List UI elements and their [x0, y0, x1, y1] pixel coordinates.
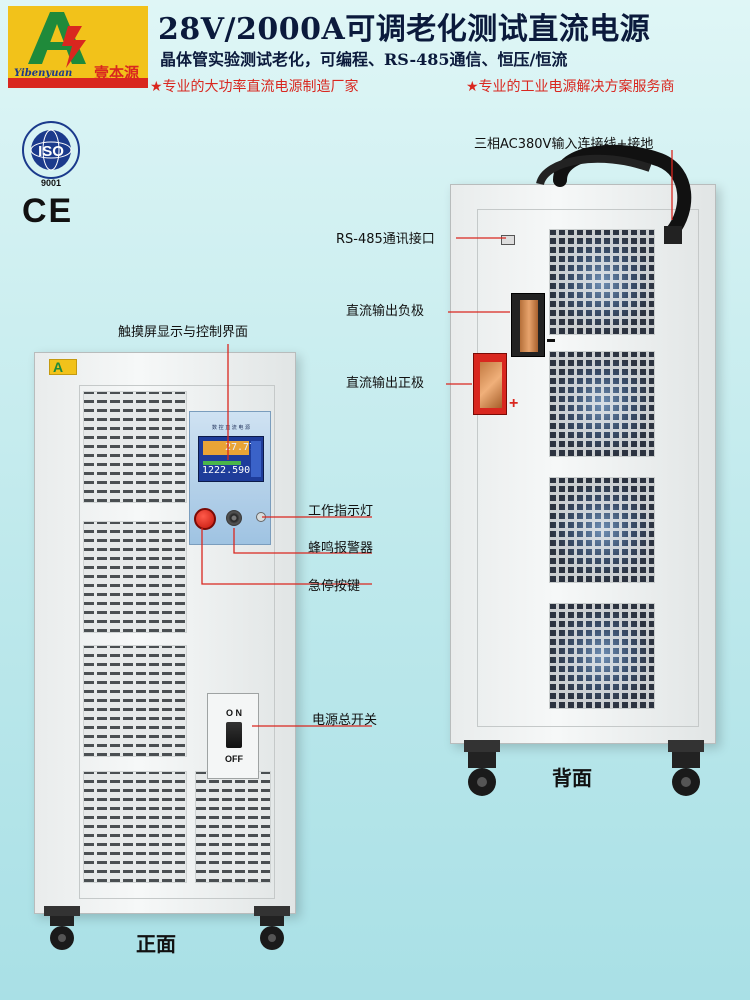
back-cabinet: +	[450, 184, 716, 744]
rs485-port[interactable]	[501, 235, 515, 245]
switch-on-label: O N	[225, 708, 242, 718]
iso-text: ISO	[38, 143, 64, 160]
control-panel: 数 控 直 流 电 源 27.770 1222.590	[189, 411, 271, 545]
logo-a-icon	[8, 6, 148, 88]
back-frame	[477, 209, 699, 727]
positive-terminal	[473, 353, 507, 415]
touchscreen-display[interactable]: 27.770 1222.590	[198, 436, 264, 482]
buzzer-icon	[226, 510, 242, 526]
header-banner: Yibenyuan 壹本源 28V/2000A可调老化测试直流电源 晶体管实验测…	[0, 0, 750, 100]
logo-text-cn: 壹本源	[94, 64, 140, 82]
back-right-caster-icon	[668, 740, 704, 796]
front-vent-4	[83, 771, 187, 883]
callout-negative: 直流输出负极	[346, 304, 425, 319]
callout-buzzer: 蜂鸣报警器	[308, 541, 374, 556]
page-subtitle: 晶体管实验测试老化，可编程、RS-485通信、恒压/恒流	[160, 50, 568, 69]
slogan-right: ★专业的工业电源解决方案服务商	[466, 79, 675, 95]
screen-title: 数 控 直 流 电 源	[212, 425, 250, 431]
front-vent-1	[83, 391, 187, 503]
caption-back: 背面	[552, 766, 592, 790]
callout-main-switch: 电源总开关	[312, 713, 378, 728]
positive-symbol: +	[509, 395, 519, 412]
front-right-caster-icon	[254, 906, 290, 950]
display-current: 1222.590	[202, 465, 251, 476]
back-fan-vent-3	[549, 477, 655, 583]
caption-front: 正面	[136, 932, 176, 956]
callout-estop: 急停按键	[308, 579, 361, 594]
page-title: 28V/2000A可调老化测试直流电源	[158, 12, 651, 47]
switch-rocker[interactable]	[226, 722, 242, 748]
back-fan-vent-1	[549, 229, 655, 335]
front-cabinet: A 数 控 直 流 电 源 27.770 1222.590 O N OFF	[34, 352, 296, 914]
ce-mark: CE	[22, 192, 74, 230]
negative-symbol	[547, 339, 555, 342]
back-fan-vent-4	[549, 603, 655, 709]
callout-positive: 直流输出正极	[346, 376, 425, 391]
main-power-switch[interactable]: O N OFF	[207, 693, 259, 779]
front-frame	[79, 385, 275, 899]
iso-9001-icon: ISO 9001	[22, 121, 80, 188]
display-voltage: 27.770	[225, 442, 262, 453]
callout-rs485: RS-485通讯接口	[336, 232, 435, 247]
negative-terminal	[511, 293, 545, 357]
iso-number: 9001	[41, 178, 61, 188]
slogan-left: ★专业的大功率直流电源制造厂家	[150, 79, 359, 95]
switch-off-label: OFF	[225, 754, 243, 764]
back-fan-vent-2	[549, 351, 655, 457]
company-logo: Yibenyuan 壹本源	[8, 6, 148, 88]
front-badge: A	[49, 359, 77, 375]
back-left-caster-icon	[464, 740, 500, 796]
front-left-caster-icon	[44, 906, 80, 950]
front-vent-2	[83, 521, 187, 633]
logo-text-en: Yibenyuan	[14, 68, 73, 79]
callout-input-cable: 三相AC380V输入连接线+接地	[474, 137, 654, 152]
callout-indicator: 工作指示灯	[308, 504, 374, 519]
callout-touchscreen: 触摸屏显示与控制界面	[118, 325, 249, 340]
front-badge-letter: A	[53, 359, 64, 375]
front-vent-5	[195, 771, 271, 883]
front-vent-3	[83, 645, 187, 757]
